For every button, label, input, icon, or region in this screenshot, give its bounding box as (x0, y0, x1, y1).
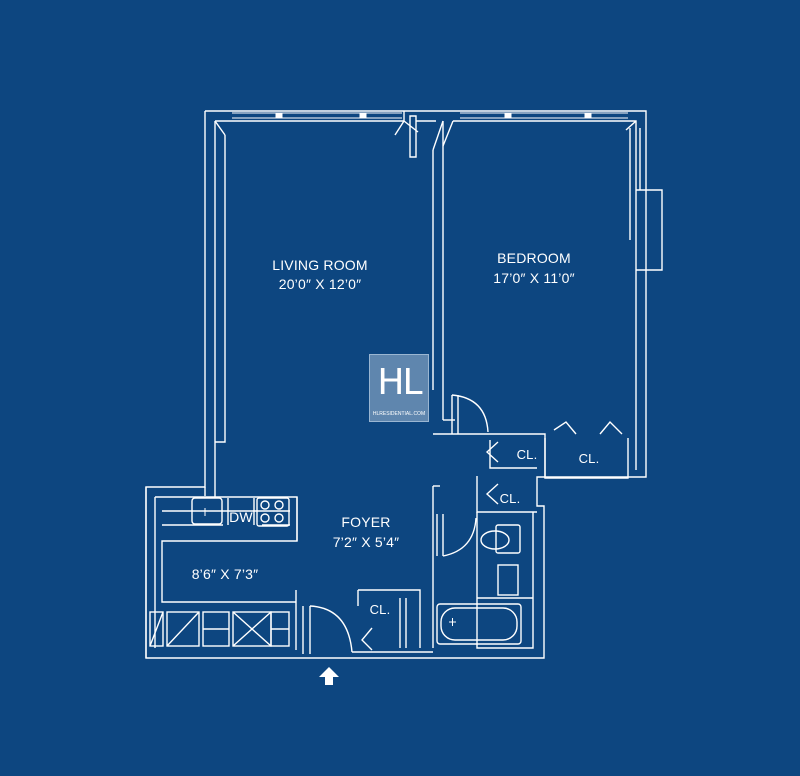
bedroom-closet-2-label: CL. (578, 451, 600, 466)
hall-closet-label: CL. (499, 491, 521, 506)
foyer-closet (357, 589, 421, 651)
bedroom-closets (485, 420, 629, 479)
dishwasher-label: DW (229, 509, 253, 525)
bedroom-dims: 17’0″ X 11’0″ (493, 270, 575, 286)
bedroom-name: BEDROOM (497, 250, 571, 266)
bedroom-bay-window (629, 128, 663, 271)
bathroom (432, 486, 534, 649)
living-room-name: LIVING ROOM (272, 257, 368, 273)
exterior-walls (145, 110, 647, 659)
hl-residential-logo: HL HLRESIDENTIAL.COM (369, 354, 429, 422)
bedroom-door (433, 394, 546, 440)
kitchen-dims: 8’6″ X 7’3″ (191, 566, 259, 582)
foyer-name: FOYER (341, 514, 391, 530)
bedroom-closet-1-label: CL. (516, 447, 538, 462)
logo-site: HLRESIDENTIAL.COM (372, 411, 426, 417)
foyer-dims: 7’2″ X 5’4″ (332, 534, 400, 550)
interior-walls (204, 480, 440, 541)
top-windows (232, 112, 628, 119)
entry-door (295, 590, 433, 654)
kitchen (145, 487, 298, 658)
logo-mark: HL (377, 362, 422, 403)
entry-arrow-icon (319, 667, 339, 685)
foyer-closet-label: CL. (369, 602, 391, 617)
living-room-dims: 20’0″ X 12’0″ (278, 276, 362, 292)
